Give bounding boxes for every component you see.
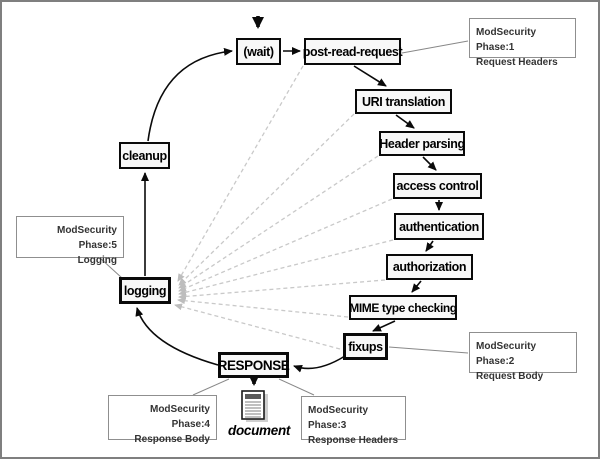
arrow-cleanup-to-wait	[147, 47, 233, 142]
node-authorization: authorization	[386, 254, 473, 280]
annotation-phase4-response-body: ModSecurity Phase:4 Response Body	[108, 395, 217, 445]
annotation-phase2-request-body: ModSecurity Phase:2 Request Body	[469, 332, 577, 382]
annotation-line: Response Body	[134, 434, 210, 445]
annotation-line: Logging	[77, 255, 117, 266]
node-fixups: fixups	[343, 333, 388, 360]
annotation-line: Request Headers	[476, 57, 558, 68]
document-icon	[241, 390, 268, 422]
annotation-line: ModSecurity Phase:2	[476, 341, 537, 367]
annotation-phase5-logging: ModSecurity Phase:5 Logging	[16, 216, 124, 266]
annotation-line: Request Body	[476, 371, 544, 382]
node-post-read-request: post-read-request	[303, 38, 403, 65]
arrow-mime-to-fixups	[372, 320, 396, 332]
document-label: document	[228, 423, 291, 438]
arrow-response-to-logging	[135, 307, 219, 366]
thick-arrows	[248, 16, 264, 386]
node-header-parsing: Header parsing	[379, 131, 465, 156]
annotation-phase3-response-headers: ModSecurity Phase:3 Response Headers	[301, 396, 406, 446]
annotation-phase1-request-headers: ModSecurity Phase:1 Request Headers	[469, 18, 576, 68]
node-response: RESPONSE	[218, 352, 290, 378]
arrow-authn-to-authz	[425, 240, 434, 252]
annotation-line: ModSecurity Phase:4	[149, 404, 210, 430]
flow-arrows	[135, 47, 443, 373]
node-mime-type-checking: MIME type checking	[349, 295, 457, 320]
node-cleanup: cleanup	[119, 142, 170, 169]
arrow-authz-to-mime	[411, 280, 422, 293]
node-access-control: access control	[393, 173, 482, 199]
node-uri-translation: URI translation	[355, 89, 452, 114]
arrow-uri-to-header	[395, 114, 415, 129]
node-logging: logging	[119, 277, 171, 304]
annotation-line: Response Headers	[308, 435, 399, 446]
node-wait: (wait)	[236, 38, 281, 65]
arrow-fixups-to-response	[293, 355, 346, 373]
node-authentication: authentication	[394, 213, 484, 240]
arrow-header-to-access	[422, 156, 437, 171]
annotation-line: ModSecurity Phase:5	[56, 225, 117, 251]
annotation-line: ModSecurity Phase:3	[308, 405, 369, 431]
annotation-line: ModSecurity Phase:1	[476, 27, 537, 53]
arrow-post-read-to-uri	[353, 65, 387, 87]
annotation-connectors	[99, 40, 469, 396]
dashed-logging-links	[174, 65, 394, 350]
